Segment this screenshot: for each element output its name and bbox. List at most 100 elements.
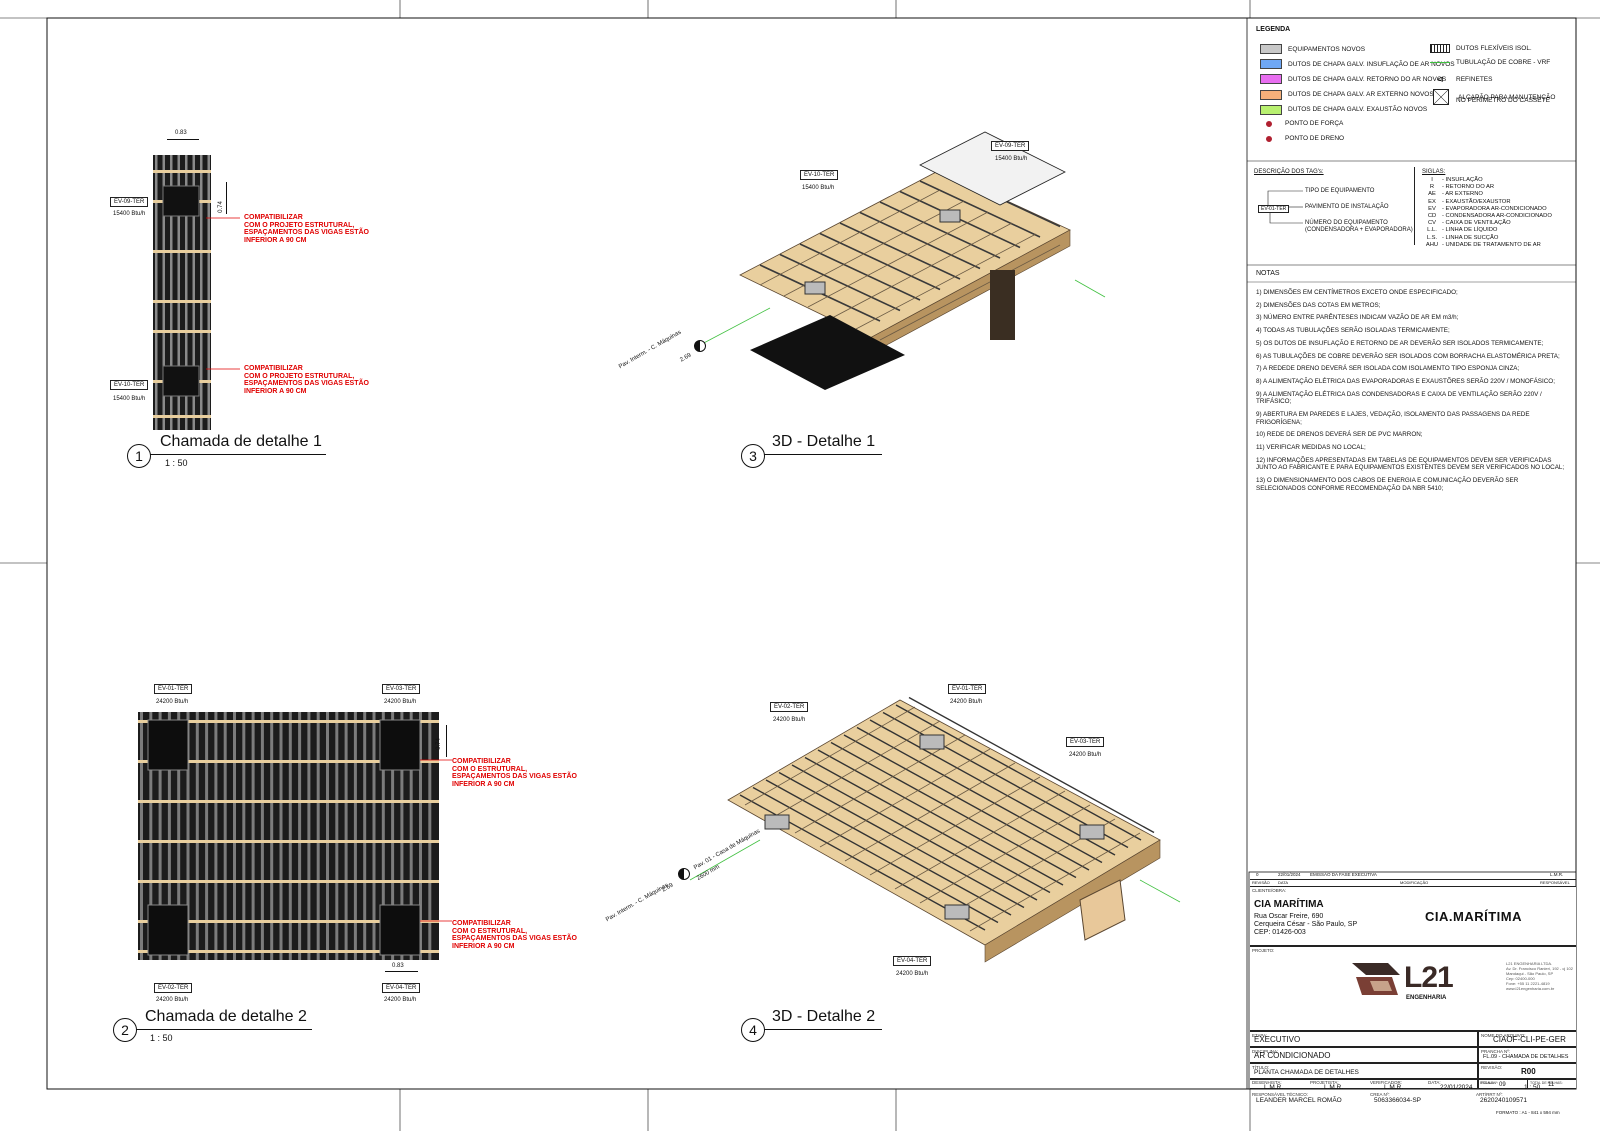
- revision-table: 0 22/01/2024 EMISSÃO DA FASE EXECUTIVA L…: [1250, 872, 1576, 887]
- rev-row: 0 22/01/2024 EMISSÃO DA FASE EXECUTIVA L…: [1250, 872, 1576, 879]
- iso-joist: [855, 233, 1037, 330]
- iso-beam: [856, 726, 1103, 864]
- diffuser-icon: ⊲: [1436, 74, 1444, 84]
- v3-tag-a: EV-10-TER: [800, 170, 839, 180]
- note-item: 4) TODAS AS TUBULAÇÕES SERÃO ISOLADAS TE…: [1256, 327, 1450, 335]
- sigla-item: I- INSUFLAÇÃO: [1422, 177, 1482, 183]
- note-item: 8) A ALIMENTAÇÃO ELÉTRICA DAS EVAPORADOR…: [1256, 378, 1555, 386]
- v4-tag-2: EV-02-TER: [770, 702, 809, 712]
- sigla-value: - EVAPORADORA AR-CONDICIONADO: [1442, 205, 1547, 212]
- joist: [335, 712, 339, 960]
- joist: [242, 712, 246, 960]
- folha-cell: FOLHA Nº: 09: [1478, 1079, 1527, 1089]
- iso-beam: [895, 704, 1142, 841]
- prancha-value: FL.09 - CHAMADA DE DETALHES: [1483, 1054, 1569, 1060]
- sigla-item: AHU- UNIDADE DE TRATAMENTO DE AR: [1422, 242, 1541, 248]
- sigla-key: CV: [1427, 220, 1437, 227]
- v2-tag-1: EV-01-TER: [154, 684, 193, 694]
- joist: [400, 712, 404, 960]
- prancha-label: PRANCHA Nº:: [1481, 1049, 1511, 1054]
- total-label: TOTAL DE FOLHAS:: [1530, 1081, 1563, 1085]
- iso-beam: [817, 749, 1064, 886]
- iso-joist: [844, 762, 1016, 862]
- iso-joist: [831, 222, 1013, 319]
- wood-band: [138, 840, 439, 843]
- joist: [167, 712, 171, 960]
- joist: [195, 712, 199, 960]
- tag-code-box: EV-01-TER: [1258, 205, 1290, 213]
- legend-item: DUTOS DE CHAPA GALV. INSUFLAÇÃO DE AR NO…: [1260, 59, 1455, 70]
- joist: [353, 712, 357, 960]
- v1-note-b: COMPATIBILIZAR COM O PROJETO ESTRUTURAL,…: [244, 365, 369, 395]
- desenho-value: L.M.R.: [1264, 1084, 1284, 1091]
- legend-item: DUTOS DE CHAPA GALV. AR EXTERNO NOVOS: [1260, 89, 1434, 100]
- evaporator-unit: [147, 719, 189, 771]
- v1-note-b-l2: COM O PROJETO ESTRUTURAL,: [244, 372, 355, 380]
- sigla-key: L.S.: [1426, 234, 1438, 241]
- v4-btu-4: 24200 Btu/h: [896, 971, 929, 977]
- view-title-1: Chamada de detalhe 1: [160, 433, 322, 450]
- joist: [200, 155, 203, 430]
- joist: [149, 712, 153, 960]
- staff-row: DESENHISTA: L.M.R. PROJETISTA: L.M.R. VE…: [1250, 1080, 1576, 1117]
- rev-h-date: DATA: [1278, 880, 1289, 885]
- client-addr-3: CEP: 01426-003: [1254, 929, 1306, 936]
- disciplina-value: AR CONDICIONADO: [1254, 1051, 1331, 1060]
- joist: [214, 712, 218, 960]
- sigla-key: AHU: [1425, 241, 1439, 248]
- joist: [205, 712, 209, 960]
- crea-label: CREA Nº:: [1370, 1092, 1390, 1097]
- sigla-item: R- RETORNO DO AR: [1422, 184, 1494, 190]
- legend-label: ALÇAPÃO PARA MANUTENÇÃO: [1458, 93, 1556, 101]
- tag-leaders: [1267, 190, 1303, 224]
- iso-beam: [765, 779, 1012, 916]
- note-item: 5) OS DUTOS DE INSUFLAÇÃO E RETORNO DE A…: [1256, 339, 1544, 347]
- revisao-cell: REVISÃO: R00: [1478, 1063, 1576, 1079]
- joist: [428, 712, 432, 960]
- note-item: 13) O DIMENSIONAMENTO DOS CABOS DE ENERG…: [1256, 477, 1519, 492]
- view-number-3: 3: [741, 444, 765, 468]
- view-scale-2: 1 : 50: [150, 1033, 173, 1043]
- client-addr-1: Rua Oscar Freire, 690: [1254, 913, 1324, 920]
- company-info-3: Mandaqui - São Paulo, SP: [1506, 971, 1554, 976]
- titulo-label: TÍTULO:: [1252, 1065, 1270, 1070]
- legend-label: DUTOS FLEXÍVEIS ISOL.: [1456, 45, 1532, 52]
- note-item: 7) A REDEDE DRENO DEVERÁ SER ISOLADA COM…: [1256, 365, 1520, 373]
- view-title-line-2: [136, 1029, 312, 1030]
- iso-joist: [919, 804, 1091, 904]
- note-item: 3) NÚMERO ENTRE PARÊNTESES INDICAM VAZÃO…: [1256, 314, 1459, 322]
- v2-dim-bottom: 0.83: [392, 963, 404, 969]
- rev-h-resp: RESPONSÁVEL: [1540, 880, 1570, 885]
- v4-level-marker: [678, 868, 690, 880]
- iso-beam: [804, 756, 1051, 894]
- rev-date: 22/01/2024: [1278, 872, 1301, 877]
- legend-item: ⊲REFINETES: [1430, 74, 1492, 85]
- company-info-5: Fone: +55 11 2221-4819: [1506, 981, 1550, 986]
- view-scale-1: 1 : 50: [165, 458, 188, 468]
- verif-label: VERIFICADOR:: [1370, 1080, 1403, 1085]
- iso-joist: [769, 720, 941, 820]
- client-logo: CIA.MARÍTIMA: [1425, 909, 1522, 924]
- legend-item: EQUIPAMENTOS NOVOS: [1260, 44, 1365, 54]
- iso-beam: [869, 719, 1116, 856]
- v2-btu-2: 24200 Btu/h: [156, 997, 189, 1003]
- iso-slab-edge: [984, 839, 1161, 963]
- legend-swatch: [1260, 74, 1282, 85]
- tag-code: EV-01-TER: [1261, 206, 1287, 212]
- wood-band: [153, 250, 211, 253]
- etapa-value: EXECUTIVO: [1254, 1035, 1301, 1044]
- note-item: 1) DIMENSÕES EM CENTÍMETROS EXCETO ONDE …: [1256, 289, 1458, 296]
- v1-note-a-l4: INFERIOR A 90 CM: [244, 236, 307, 244]
- escala-cell: ESCALA:: [1250, 1079, 1495, 1089]
- v3-btu-a: 15400 Btu/h: [802, 185, 835, 191]
- folha-value: 09: [1499, 1082, 1506, 1088]
- tag-label-number-sub: (CONDENSADORA + EVAPORADORA): [1305, 227, 1413, 233]
- joist: [192, 155, 195, 430]
- v2-dim-side: 0.74: [435, 738, 442, 750]
- view-title-line-4: [764, 1029, 882, 1030]
- sigla-item: L.L.- LINHA DE LÍQUIDO: [1422, 227, 1497, 233]
- client-cell: CLIENTE/OBRA: CIA MARÍTIMA Rua Oscar Fre…: [1250, 886, 1576, 946]
- iso-evaporator: [919, 734, 945, 750]
